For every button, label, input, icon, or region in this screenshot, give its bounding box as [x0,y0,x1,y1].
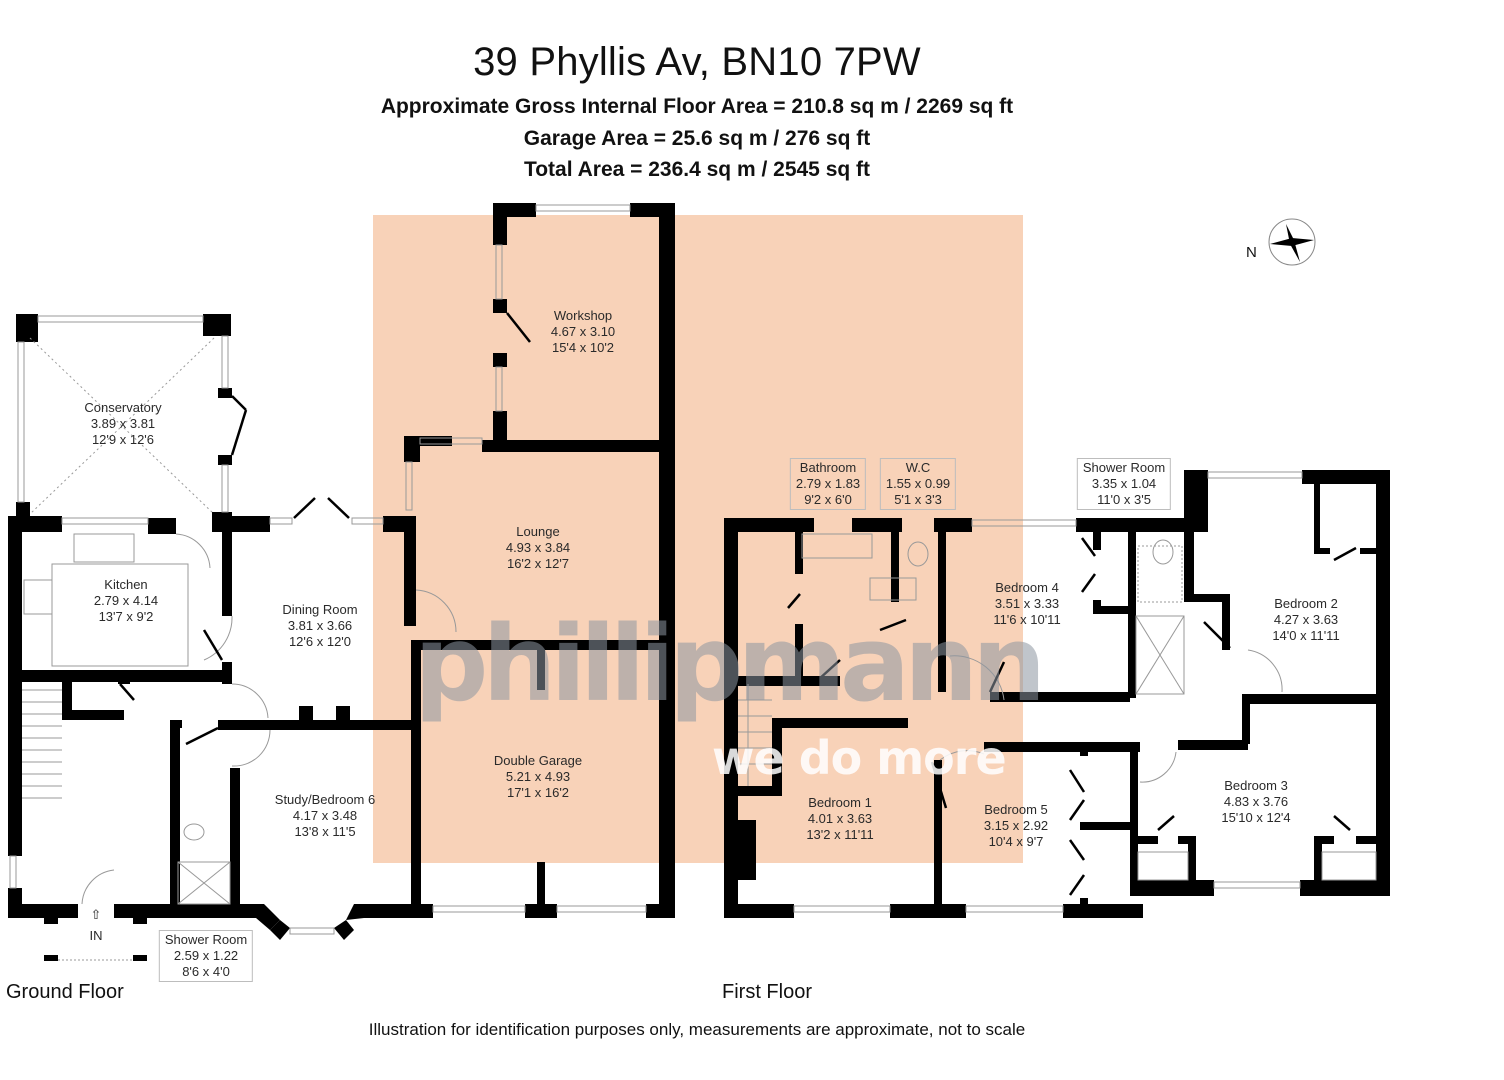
room-imperial: 17'1 x 16'2 [506,785,570,800]
room-name: Lounge [516,524,560,539]
room-name: Bathroom [799,460,857,475]
room-label-bedroom-4: Bedroom 4 3.51 x 3.33 11'6 x 10'11 [993,580,1060,628]
total-area: Total Area = 236.4 sq m / 2545 sq ft [523,158,871,181]
room-label-workshop: Workshop 4.67 x 3.10 15'4 x 10'2 [551,308,615,356]
compass-north-label: N [1246,244,1257,261]
room-name: Kitchen [104,577,148,592]
room-imperial: 11'0 x 3'5 [1097,492,1151,507]
room-metric: 4.17 x 3.48 [292,808,358,823]
ground-floor-label: Ground Floor [6,981,124,1003]
room-imperial: 13'8 x 11'5 [294,824,356,839]
room-metric: 4.83 x 3.76 [1223,794,1289,809]
room-label-lounge: Lounge 4.93 x 3.84 16'2 x 12'7 [506,524,570,572]
room-label-bedroom-3: Bedroom 3 4.83 x 3.76 15'10 x 12'4 [1221,778,1290,826]
room-metric: 4.67 x 3.10 [550,324,616,339]
room-metric: 5.21 x 4.93 [505,769,571,784]
ground-floor-walls [8,203,675,961]
room-metric: 3.89 x 3.81 [90,416,156,431]
watermark-brand: phillipmann [414,603,1046,725]
property-address: 39 Phyllis Av, BN10 7PW [473,40,921,84]
room-label-dining-room: Dining Room 3.81 x 3.66 12'6 x 12'0 [282,602,357,650]
room-metric: 3.15 x 2.92 [983,818,1049,833]
first-floor-label: First Floor [722,981,812,1003]
room-metric: 3.81 x 3.66 [287,618,353,633]
room-label-wc: W.C 1.55 x 0.99 5'1 x 3'3 [879,458,957,510]
room-imperial: 13'7 x 9'2 [98,609,154,624]
room-imperial: 5'1 x 3'3 [894,492,942,507]
highlight-band [373,215,1023,863]
room-metric: 4.01 x 3.63 [807,811,873,826]
room-name: Conservatory [84,400,162,415]
watermark-tagline: we do more [712,731,1007,785]
room-name: Bedroom 2 [1274,596,1338,611]
room-imperial: 12'9 x 12'6 [91,432,155,447]
room-name: Bedroom 1 [808,795,872,810]
disclaimer: Illustration for identification purposes… [368,1020,1026,1039]
room-label-bedroom-5: Bedroom 5 3.15 x 2.92 10'4 x 9'7 [984,802,1048,850]
garage-area: Garage Area = 25.6 sq m / 276 sq ft [523,127,871,150]
room-imperial: 13'2 x 11'11 [806,827,874,842]
room-name: Bedroom 5 [984,802,1048,817]
room-imperial: 15'10 x 12'4 [1221,810,1291,825]
room-imperial: 12'6 x 12'0 [288,634,352,649]
room-imperial: 11'6 x 10'11 [993,612,1061,627]
room-label-study-bedroom-6: Study/Bedroom 6 4.17 x 3.48 13'8 x 11'5 [275,792,375,840]
room-imperial: 8'6 x 4'0 [182,964,230,979]
room-metric: 3.51 x 3.33 [994,596,1060,611]
room-name: Bedroom 3 [1224,778,1288,793]
room-imperial: 16'2 x 12'7 [506,556,570,571]
room-name: Double Garage [493,753,583,768]
room-name: Shower Room [164,932,248,947]
gross-internal-area: Approximate Gross Internal Floor Area = … [380,95,1014,118]
room-imperial: 9'2 x 6'0 [804,492,852,507]
room-metric: 2.79 x 4.14 [93,593,159,608]
room-metric: 1.55 x 0.99 [885,476,951,491]
entrance-arrow-icon: ⇧ [90,907,102,922]
room-metric: 3.35 x 1.04 [1091,476,1157,491]
first-floor-walls [724,470,1390,918]
room-name: Study/Bedroom 6 [274,792,376,807]
room-label-bathroom: Bathroom 2.79 x 1.83 9'2 x 6'0 [789,458,867,510]
room-imperial: 14'0 x 11'11 [1272,628,1340,643]
room-name: Dining Room [282,602,358,617]
room-label-conservatory: Conservatory 3.89 x 3.81 12'9 x 12'6 [84,400,161,448]
room-label-bedroom-1: Bedroom 1 4.01 x 3.63 13'2 x 11'11 [806,795,873,843]
room-metric: 2.79 x 1.83 [795,476,861,491]
windows-and-fittings [9,204,1377,961]
room-name: Bedroom 4 [995,580,1059,595]
room-label-bedroom-2: Bedroom 2 4.27 x 3.63 14'0 x 11'11 [1272,596,1339,644]
room-metric: 4.93 x 3.84 [505,540,571,555]
door-leaves [119,312,1357,896]
entrance-label: IN [89,928,103,943]
room-metric: 2.59 x 1.22 [173,948,239,963]
room-name: Shower Room [1082,460,1166,475]
room-label-ground-shower-room: Shower Room 2.59 x 1.22 8'6 x 4'0 [158,930,254,982]
room-name: W.C [905,460,931,475]
compass-rose-icon [1268,218,1316,266]
room-label-first-shower-room: Shower Room 3.35 x 1.04 11'0 x 3'5 [1076,458,1172,510]
room-label-kitchen: Kitchen 2.79 x 4.14 13'7 x 9'2 [94,577,158,625]
room-imperial: 10'4 x 9'7 [988,834,1044,849]
room-metric: 4.27 x 3.63 [1273,612,1339,627]
room-label-double-garage: Double Garage 5.21 x 4.93 17'1 x 16'2 [494,753,582,801]
room-imperial: 15'4 x 10'2 [551,340,615,355]
room-name: Workshop [553,308,613,323]
